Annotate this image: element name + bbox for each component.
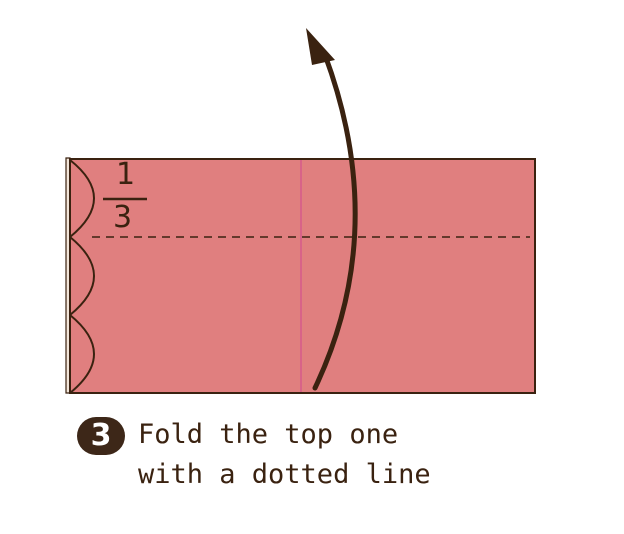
fraction-numerator: 1 xyxy=(116,157,136,192)
fold-arrow xyxy=(312,52,358,391)
third-arc-1 xyxy=(69,159,95,238)
fold-arrow-head xyxy=(306,28,335,65)
third-arc-2 xyxy=(69,236,95,316)
step-number-badge: 3 xyxy=(77,417,125,455)
paper-rectangle xyxy=(69,158,536,394)
third-arc-3 xyxy=(69,314,95,394)
thirds-arcs xyxy=(69,159,95,394)
caption-line-1: Fold the top one xyxy=(138,419,399,450)
caption-line-2: with a dotted line xyxy=(138,459,431,490)
fraction-denominator: 3 xyxy=(113,200,133,235)
